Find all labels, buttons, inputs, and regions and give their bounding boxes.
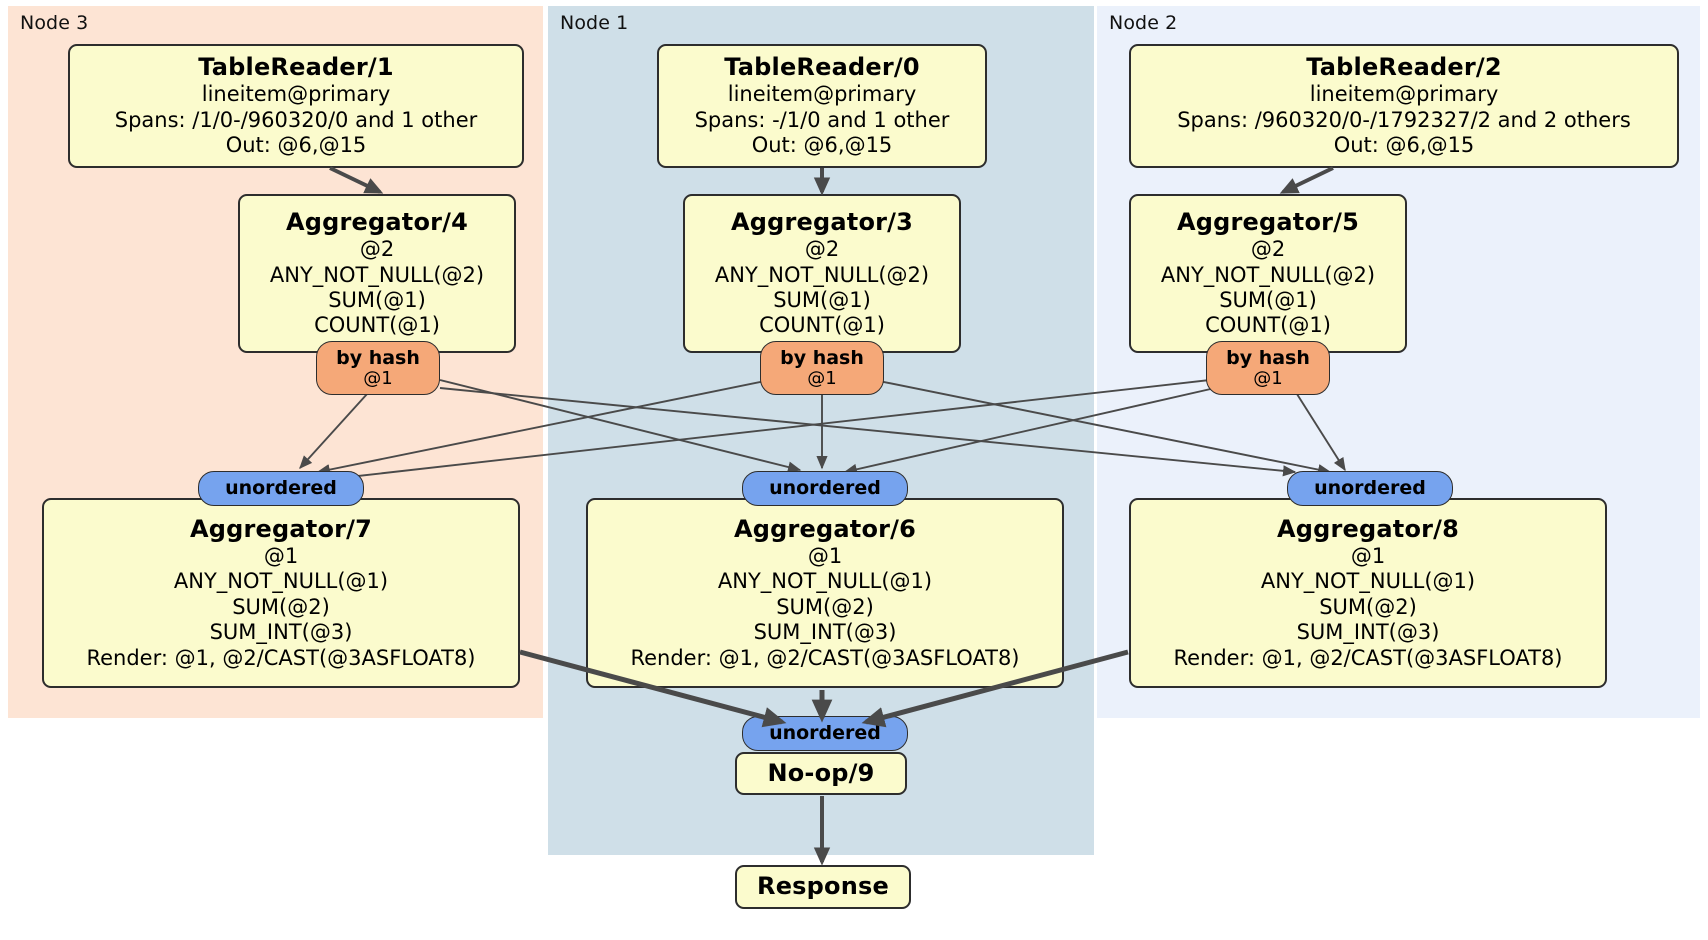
edge-hashright-syncleft	[338, 379, 1211, 483]
processor-line: @2	[804, 237, 840, 262]
edge-hashleft-syncright	[439, 387, 1297, 477]
synchronizer-label: unordered	[769, 722, 881, 745]
processor-line: Render: @1, @2/CAST(@3ASFLOAT8)	[1173, 645, 1563, 670]
processor-line: SUM_INT(@3)	[209, 620, 353, 645]
processor-aggregator-4[interactable]: Aggregator/4 @2 ANY_NOT_NULL(@2) SUM(@1)…	[238, 194, 516, 353]
processor-line: ANY_NOT_NULL(@2)	[1160, 262, 1376, 287]
processor-tablereader-0[interactable]: TableReader/0 lineitem@primary Spans: -/…	[657, 44, 987, 168]
synchronizer-label: unordered	[1314, 477, 1426, 500]
processor-title: Aggregator/4	[285, 208, 469, 237]
processor-line: @2	[1250, 237, 1286, 262]
router-label: by hash	[336, 346, 420, 369]
processor-line: SUM(@2)	[776, 594, 874, 619]
router-sublabel: @1	[363, 367, 393, 389]
synchronizer-unordered-node2[interactable]: unordered	[1287, 471, 1453, 506]
processor-noop-9[interactable]: No-op/9	[735, 752, 907, 795]
processor-title: Aggregator/3	[730, 208, 914, 237]
synchronizer-label: unordered	[225, 477, 337, 500]
processor-line: SUM(@1)	[773, 288, 871, 313]
processor-line: @2	[359, 237, 395, 262]
processor-line: Out: @6,@15	[1333, 133, 1475, 158]
processor-line: lineitem@primary	[201, 82, 391, 107]
processor-line: ANY_NOT_NULL(@2)	[269, 262, 485, 287]
processor-tablereader-2[interactable]: TableReader/2 lineitem@primary Spans: /9…	[1129, 44, 1679, 168]
processor-title: TableReader/1	[198, 53, 394, 82]
processor-line: Spans: /960320/0-/1792327/2 and 2 others	[1177, 107, 1631, 132]
processor-response[interactable]: Response	[735, 865, 911, 909]
processor-title: Aggregator/6	[733, 514, 917, 543]
node-region-label-node2: Node 2	[1109, 12, 1178, 34]
processor-line: COUNT(@1)	[314, 313, 440, 338]
processor-line: COUNT(@1)	[759, 313, 885, 338]
edge-hashcenter-syncright	[873, 379, 1332, 476]
processor-line: ANY_NOT_NULL(@1)	[1260, 569, 1476, 594]
synchronizer-label: unordered	[769, 477, 881, 500]
processor-line: ANY_NOT_NULL(@2)	[714, 262, 930, 287]
processor-line: SUM(@2)	[232, 594, 330, 619]
processor-line: lineitem@primary	[727, 82, 917, 107]
processor-line: SUM(@2)	[1319, 594, 1417, 619]
processor-line: SUM(@1)	[328, 288, 426, 313]
processor-title: TableReader/0	[724, 53, 920, 82]
edge-aggregator8-syncfinal	[861, 649, 1129, 728]
processor-aggregator-7[interactable]: Aggregator/7 @1 ANY_NOT_NULL(@1) SUM(@2)…	[42, 498, 520, 688]
synchronizer-unordered-node1[interactable]: unordered	[742, 471, 908, 506]
processor-line: SUM_INT(@3)	[1296, 620, 1440, 645]
processor-title: Aggregator/8	[1276, 514, 1460, 543]
router-by-hash-node2[interactable]: by hash @1	[1206, 341, 1330, 395]
processor-aggregator-5[interactable]: Aggregator/5 @2 ANY_NOT_NULL(@2) SUM(@1)…	[1129, 194, 1407, 353]
processor-line: SUM(@1)	[1219, 288, 1317, 313]
processor-title: Response	[757, 872, 889, 901]
edge-aggregator7-syncfinal	[519, 649, 787, 728]
edge-hashleft-synccenter	[439, 379, 802, 473]
node-region-label-node3: Node 3	[20, 12, 89, 34]
processor-tablereader-1[interactable]: TableReader/1 lineitem@primary Spans: /1…	[68, 44, 524, 168]
edge-tablereader2-aggregator5	[1279, 166, 1334, 194]
router-label: by hash	[1226, 346, 1310, 369]
processor-line: COUNT(@1)	[1205, 313, 1331, 338]
processor-line: @1	[807, 544, 843, 568]
processor-aggregator-6[interactable]: Aggregator/6 @1 ANY_NOT_NULL(@1) SUM(@2)…	[586, 498, 1064, 688]
processor-line: Spans: /1/0-/960320/0 and 1 other	[114, 107, 478, 132]
edge-hashleft-syncleft	[299, 382, 378, 469]
processor-line: @1	[1350, 544, 1386, 568]
edge-hashright-synccenter	[843, 387, 1216, 475]
processor-aggregator-8[interactable]: Aggregator/8 @1 ANY_NOT_NULL(@1) SUM(@2)…	[1129, 498, 1607, 688]
processor-title: Aggregator/5	[1176, 208, 1360, 237]
processor-line: SUM_INT(@3)	[753, 620, 897, 645]
edge-hashcenter-syncleft	[316, 379, 771, 476]
processor-line: @1	[263, 544, 299, 568]
processor-title: Aggregator/7	[189, 514, 373, 543]
processor-line: ANY_NOT_NULL(@1)	[717, 569, 933, 594]
processor-aggregator-3[interactable]: Aggregator/3 @2 ANY_NOT_NULL(@2) SUM(@1)…	[683, 194, 961, 353]
node-region-label-node1: Node 1	[560, 12, 629, 34]
router-by-hash-node3[interactable]: by hash @1	[316, 341, 440, 395]
router-sublabel: @1	[807, 367, 837, 389]
processor-title: No-op/9	[767, 758, 875, 787]
synchronizer-unordered-node3[interactable]: unordered	[198, 471, 364, 506]
processor-line: Out: @6,@15	[751, 133, 893, 158]
router-by-hash-node1[interactable]: by hash @1	[760, 341, 884, 395]
processor-line: Out: @6,@15	[225, 133, 367, 158]
edge-hashright-syncright	[1289, 382, 1346, 472]
router-label: by hash	[780, 346, 864, 369]
edge-tablereader1-aggregator4	[329, 166, 384, 194]
processor-line: Render: @1, @2/CAST(@3ASFLOAT8)	[86, 645, 476, 670]
processor-line: ANY_NOT_NULL(@1)	[173, 569, 389, 594]
processor-title: TableReader/2	[1306, 53, 1502, 82]
processor-line: Render: @1, @2/CAST(@3ASFLOAT8)	[630, 645, 1020, 670]
processor-line: Spans: -/1/0 and 1 other	[694, 107, 950, 132]
processor-line: lineitem@primary	[1309, 82, 1499, 107]
router-sublabel: @1	[1253, 367, 1283, 389]
